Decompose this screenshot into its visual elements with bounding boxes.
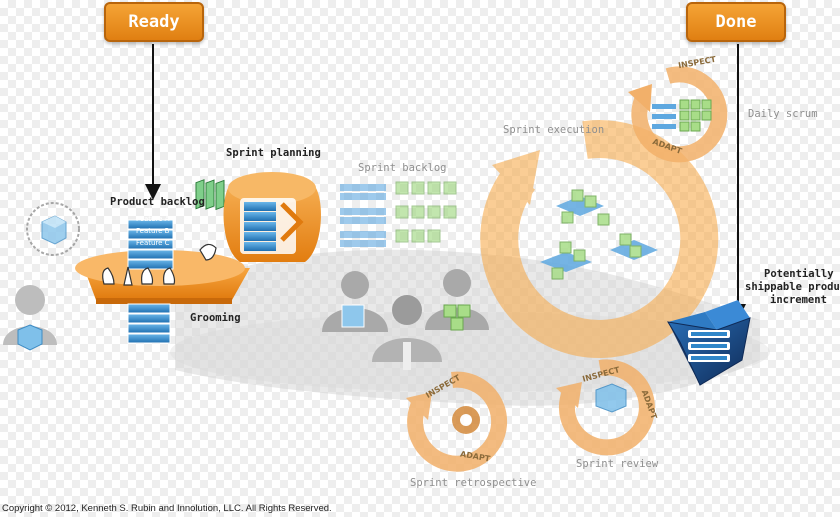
backlog-feature-b: Feature B	[136, 227, 170, 235]
stakeholder-figure	[26, 202, 80, 256]
label-sprint-review: Sprint review	[576, 458, 659, 470]
label-potentially: Potentially	[764, 268, 834, 280]
label-shippable-product: shippable product	[745, 281, 840, 293]
sprint-execution-cycle	[480, 120, 719, 358]
label-sprint-planning: Sprint planning	[226, 147, 321, 159]
sprint-retrospective-cycle	[406, 371, 508, 472]
label-product-backlog: Product backlog	[110, 196, 205, 208]
backlog-feature-c: Feature C	[136, 239, 170, 247]
label-increment: increment	[770, 294, 827, 306]
done-tag: Done	[686, 2, 786, 42]
product-increment-cube	[667, 300, 751, 386]
ready-tag: Ready	[104, 2, 204, 42]
label-sprint-execution: Sprint execution	[503, 124, 605, 136]
label-daily-scrum: Daily scrum	[748, 108, 818, 120]
sprint-review-cycle	[556, 359, 655, 456]
customer-person	[3, 285, 57, 351]
daily-scrum-cycle	[628, 66, 728, 163]
sprint-planning-graphic	[223, 172, 321, 262]
backlog-feature-a: Feature A	[136, 215, 170, 223]
sprint-backlog-items	[340, 181, 457, 247]
scrum-team	[322, 269, 489, 370]
label-grooming: Grooming	[190, 312, 241, 324]
label-sprint-retrospective: Sprint retrospective	[410, 477, 537, 489]
sprint-execution-work	[540, 189, 658, 280]
copyright-notice: Copyright © 2012, Kenneth S. Rubin and I…	[2, 503, 332, 514]
label-sprint-backlog: Sprint backlog	[358, 162, 447, 174]
product-backlog-platform	[75, 179, 250, 344]
